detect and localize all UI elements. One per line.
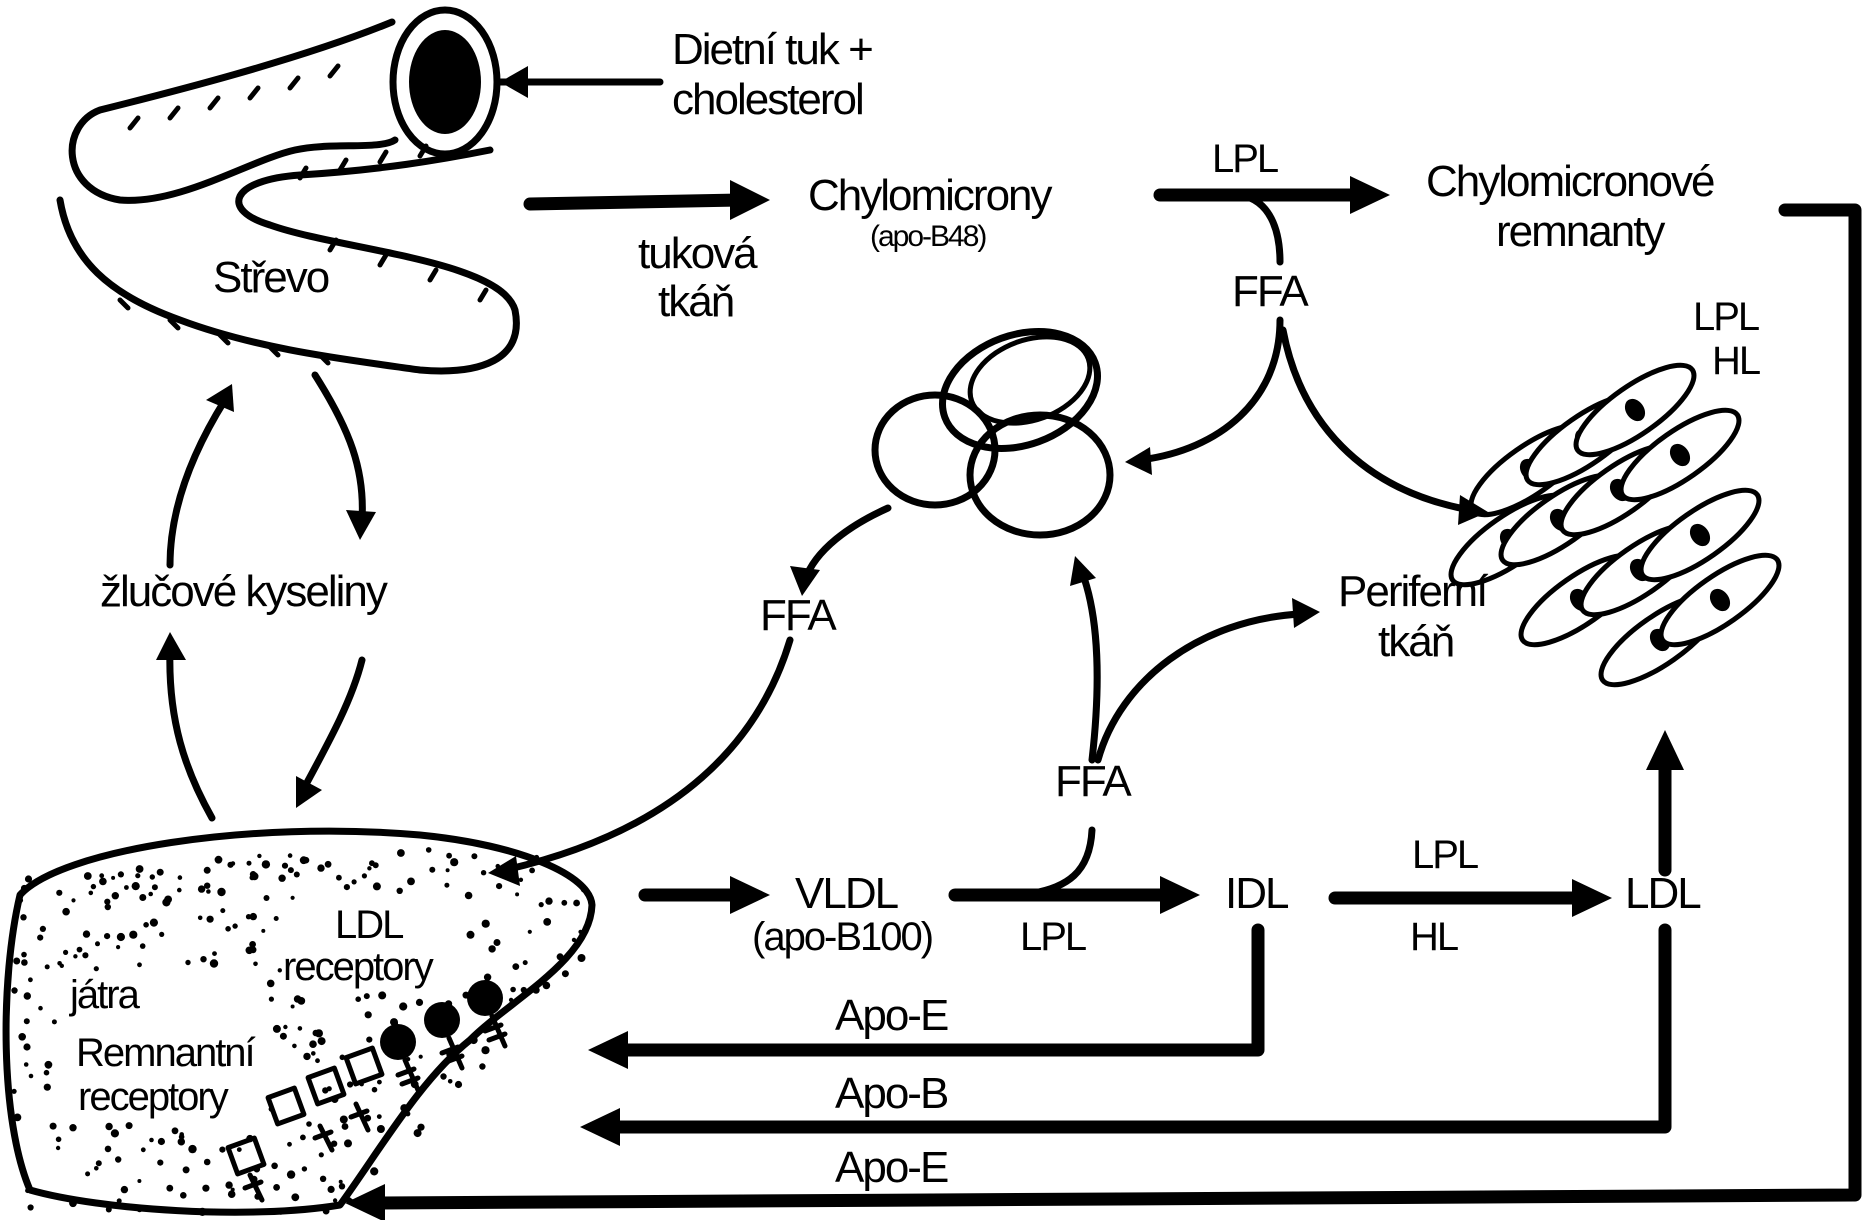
label-ldl-receptors-1: LDL bbox=[335, 903, 403, 947]
label-remnants-1: Chylomicronové bbox=[1426, 157, 1714, 206]
label-peripheral-2: tkáň bbox=[1378, 617, 1453, 666]
label-diet-fat: Dietní tuk + bbox=[672, 25, 872, 74]
label-ffa-left: FFA bbox=[760, 591, 837, 640]
label-liver: játra bbox=[69, 973, 141, 1017]
label-ldl: LDL bbox=[1625, 869, 1701, 918]
adipose-cells bbox=[875, 311, 1114, 535]
label-ldl-receptors-2: receptory bbox=[283, 945, 434, 989]
label-adipose-1: tuková bbox=[638, 229, 758, 278]
label-lpl-chylo: LPL bbox=[1212, 137, 1278, 181]
label-apo-b: Apo-B bbox=[835, 1069, 948, 1118]
label-vldl-apo: (apo-B100) bbox=[752, 915, 932, 959]
intestine-shape bbox=[60, 10, 516, 371]
label-ffa-mid: FFA bbox=[1055, 757, 1132, 806]
label-intestine: Střevo bbox=[213, 253, 329, 302]
label-remnants-2: remnanty bbox=[1496, 207, 1665, 256]
label-peripheral-1: Periferní bbox=[1338, 567, 1489, 616]
label-lpl-right: LPL bbox=[1693, 295, 1759, 339]
label-apo-e-remnants: Apo-E bbox=[835, 1143, 948, 1192]
liver-shape bbox=[6, 831, 592, 1216]
label-ffa-top: FFA bbox=[1232, 267, 1309, 316]
label-lpl-vldl: LPL bbox=[1020, 915, 1086, 959]
peripheral-tissue-cells bbox=[1439, 350, 1791, 700]
label-vldl: VLDL bbox=[795, 869, 899, 918]
label-cholesterol: cholesterol bbox=[672, 75, 863, 124]
label-hl-right: HL bbox=[1712, 339, 1760, 383]
label-hl-idl: HL bbox=[1410, 915, 1458, 959]
label-remnant-receptors-2: receptory bbox=[78, 1075, 229, 1119]
labels: Dietní tuk + cholesterol Střevo Chylomic… bbox=[69, 25, 1760, 1192]
label-lpl-idl: LPL bbox=[1412, 833, 1478, 877]
label-apo-e-idl: Apo-E bbox=[835, 991, 948, 1040]
label-chylomicrons-apo: (apo-B48) bbox=[870, 220, 986, 253]
label-adipose-2: tkáň bbox=[658, 277, 733, 326]
label-bile-acids: žlučové kyseliny bbox=[100, 567, 388, 616]
label-idl: IDL bbox=[1225, 869, 1289, 918]
label-chylomicrons: Chylomicrony bbox=[808, 171, 1053, 220]
label-remnant-receptors-1: Remnantní bbox=[76, 1031, 256, 1075]
intestine-lumen bbox=[409, 30, 481, 134]
